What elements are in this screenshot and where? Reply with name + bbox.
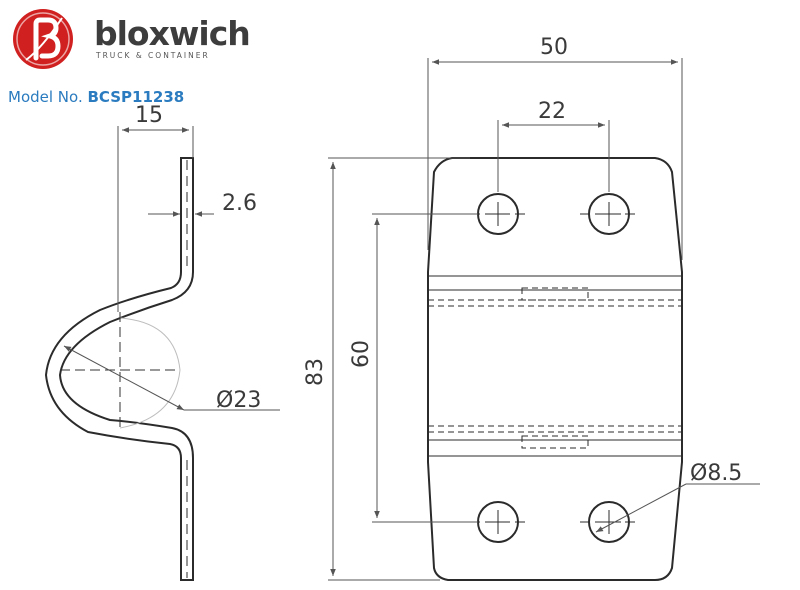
front-view-hidden-lines <box>428 287 682 449</box>
dim-hole-spacing-horizontal <box>497 120 610 192</box>
front-view-holes <box>477 193 630 543</box>
front-view-bend-lines <box>428 275 682 457</box>
side-view-centerlines <box>60 312 180 430</box>
dim-side-depth-label: 15 <box>135 103 163 128</box>
dim-overall-width-label: 50 <box>540 35 568 60</box>
dim-hole-diameter-label: Ø8.5 <box>690 461 742 486</box>
bloxwich-logo-icon <box>13 9 73 69</box>
dim-hole-spacing-horizontal-label: 22 <box>538 99 566 124</box>
brand-name: bloxwich <box>94 14 251 53</box>
dim-thickness-label: 2.6 <box>222 191 257 216</box>
dim-hole-diameter <box>595 483 760 533</box>
front-view-outline <box>427 157 683 581</box>
front-view-hole-centerlines <box>470 213 640 523</box>
model-number: Model No. BCSP11238 <box>8 88 184 106</box>
brand-logo: bloxwich TRUCK & CONTAINER <box>12 8 252 88</box>
dim-overall-height <box>328 157 470 581</box>
dim-overall-height-label: 83 <box>303 358 328 386</box>
dim-hole-spacing-vertical-label: 60 <box>349 340 374 368</box>
model-label: Model No. <box>8 88 83 106</box>
model-value: BCSP11238 <box>87 88 185 106</box>
dim-loop-diameter-label: Ø23 <box>216 388 261 413</box>
brand-tagline: TRUCK & CONTAINER <box>96 51 210 60</box>
dim-loop-diameter <box>63 345 280 411</box>
side-view-construction <box>119 317 181 429</box>
dim-side-depth <box>117 126 194 312</box>
dim-overall-width <box>427 58 683 260</box>
side-view <box>44 157 194 581</box>
front-view-hole-crosshairs <box>486 202 621 534</box>
dim-hole-spacing-vertical <box>372 213 478 523</box>
